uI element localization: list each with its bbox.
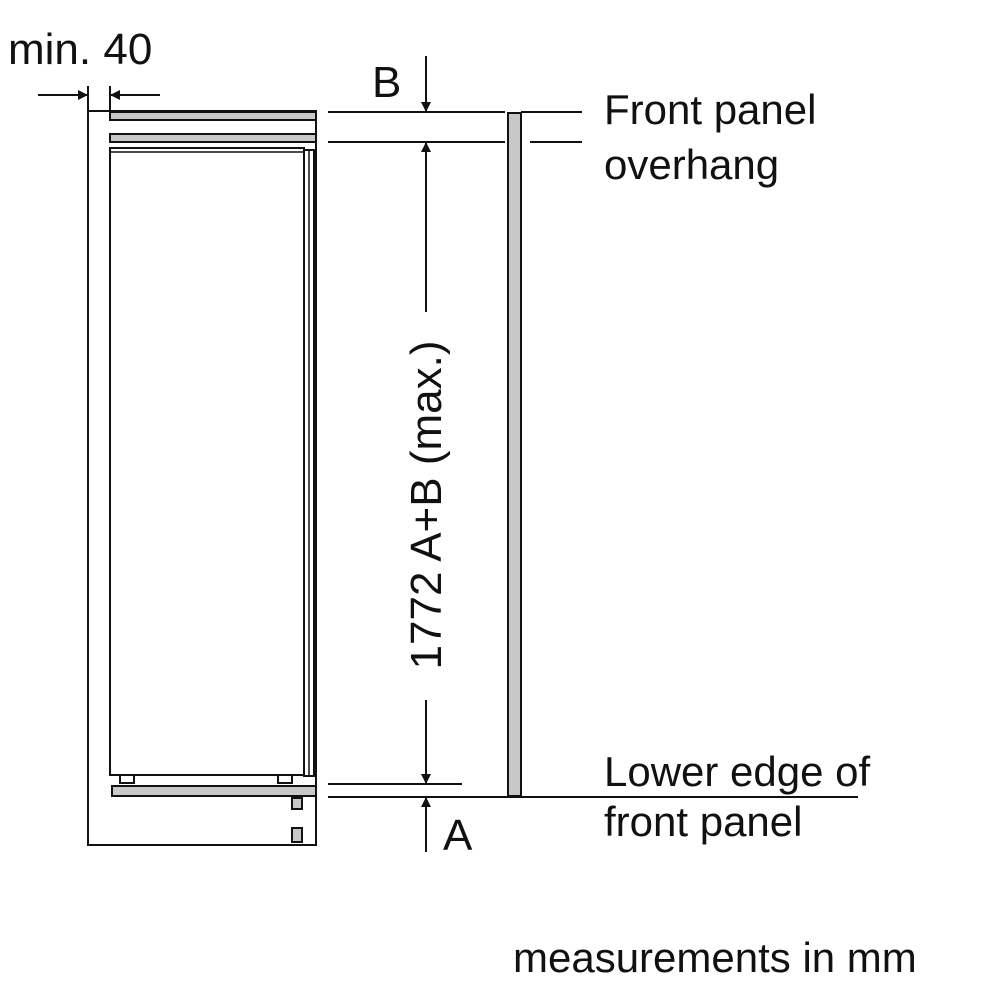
lower-edge-line2: front panel (604, 798, 802, 845)
min-clearance-label: min. 40 (8, 25, 152, 74)
front-panel-overhang-line2: overhang (604, 141, 779, 188)
vent-block-lower (291, 827, 303, 843)
a-label: A (443, 811, 473, 860)
front-panel-board (507, 112, 522, 797)
front-panel (507, 111, 582, 797)
lower-edge-line1: Lower edge of (604, 748, 871, 795)
b-label: B (372, 58, 401, 107)
bottom-rail (111, 785, 317, 797)
door-foot-left (119, 774, 135, 784)
door-foot-right (277, 774, 293, 784)
height-dimension-label: 1772 A+B (max.) (402, 341, 451, 670)
appliance-door (109, 147, 305, 776)
clearance-dimension (38, 86, 160, 112)
appliance-body (109, 111, 317, 843)
units-note: measurements in mm (513, 934, 917, 981)
top-rail-2 (109, 133, 317, 143)
vent-block-upper (291, 797, 303, 810)
height-dimension (328, 56, 858, 852)
front-panel-overhang-line1: Front panel (604, 86, 816, 133)
top-rail-1 (109, 111, 317, 121)
